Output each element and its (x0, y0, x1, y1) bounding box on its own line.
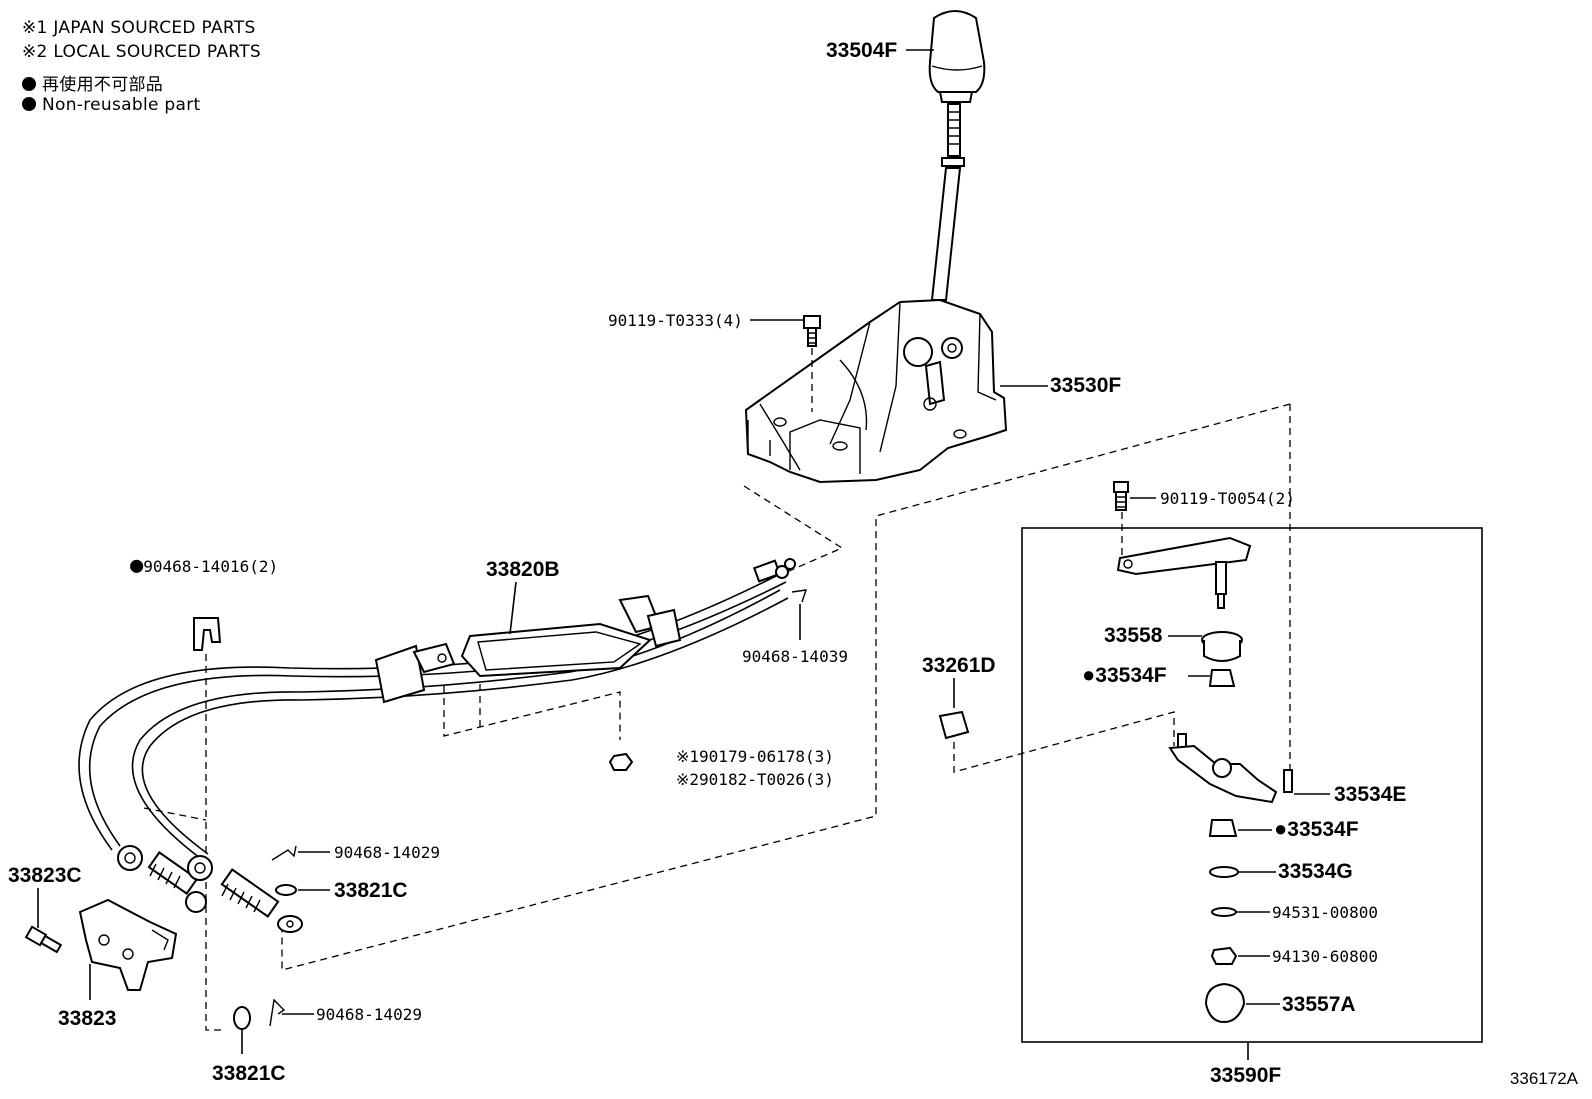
label-bushing-33558: 33558 (1104, 624, 1163, 647)
bolt-t0054-part (1113, 481, 1129, 511)
shift-knob-part (928, 10, 986, 301)
nut-06178-part (608, 752, 634, 771)
leader-cable (509, 581, 517, 635)
label-shift-base: 33530F (1050, 374, 1121, 397)
label-bushing-33534f-upper-text: 33534F (1095, 664, 1166, 687)
label-clip-14016: ●90468-14016(2) (130, 553, 278, 578)
bolt-33823c-part (24, 925, 63, 954)
label-washer-33821c-upper: 33821C (334, 879, 408, 902)
nut-94130-part (1210, 946, 1238, 965)
diagram-reference-code: 336172A (1509, 1069, 1578, 1088)
cable-end-left-part (117, 845, 207, 913)
dash-long-route (281, 403, 1291, 971)
clip-14029-lower-part (269, 998, 286, 1027)
clip-14016-part (193, 617, 222, 651)
label-bushing-33534f-lower-text: 33534F (1287, 818, 1358, 841)
note-nonreusable-en: Non-reusable part (22, 95, 201, 115)
label-bolt-t0054: 90119-T0054(2) (1160, 489, 1295, 508)
bracket-33823-part (78, 898, 178, 991)
label-nut-06178: ※190179-06178(3) (676, 747, 834, 766)
note-nonreusable-jp: 再使用不可部品 (22, 70, 163, 95)
bushing-33534f-upper-part (1208, 669, 1236, 687)
label-lever-33534e: 33534E (1334, 783, 1406, 806)
label-washer-94531: 94531-00800 (1272, 903, 1378, 922)
bullet-icon (22, 77, 36, 91)
label-cap-33557a: 33557A (1282, 993, 1356, 1016)
label-bracket-33823: 33823 (58, 1007, 116, 1030)
kit-33590f-box (1021, 527, 1483, 1043)
label-clip-14029-upper: 90468-14029 (334, 843, 440, 862)
cap-33557a-part (1204, 982, 1246, 1024)
label-bushing-33534f-lower: ●33534F (1274, 816, 1359, 841)
dash-cable-nut (443, 686, 621, 740)
bushing-33534f-lower-part (1208, 819, 1238, 837)
label-bolt-t0333: 90119-T0333(4) (608, 311, 743, 330)
label-nut-94130: 94130-60800 (1272, 947, 1378, 966)
washer-94531-part (1211, 907, 1237, 917)
washer-33534g-part (1209, 866, 1239, 878)
retainer-33261d-part (938, 710, 970, 740)
note-nonreusable-en-text: Non-reusable part (42, 95, 201, 115)
note-nonreusable-jp-text: 再使用不可部品 (42, 75, 164, 95)
label-washer-33821c-lower: 33821C (212, 1062, 286, 1085)
dash-clip-cable (143, 807, 207, 821)
cable-assembly-part (78, 558, 796, 859)
label-retainer-33261d: 33261D (922, 654, 996, 677)
dash-cable-to-base (743, 485, 844, 575)
clip-14029-upper-part (271, 845, 297, 861)
note-japan-sourced: ※1 JAPAN SOURCED PARTS (22, 18, 256, 38)
label-washer-33534g: 33534G (1278, 860, 1353, 883)
shift-lever-base-part (744, 298, 1008, 484)
bullet-icon (22, 97, 36, 111)
label-cable: 33820B (486, 558, 560, 581)
cable-end-right-part (187, 855, 303, 933)
lever-arm-upper-part (1116, 536, 1252, 609)
lever-33534e-part (1168, 733, 1293, 804)
washer-33821c-upper-part (275, 884, 297, 896)
label-clip-14016-text: 90468-14016(2) (143, 557, 278, 576)
label-bolt-33823c: 33823C (8, 864, 82, 887)
note-local-sourced: ※2 LOCAL SOURCED PARTS (22, 42, 261, 62)
label-clip-14029-lower: 90468-14029 (316, 1005, 422, 1024)
label-bushing-33534f-upper: ●33534F (1082, 662, 1167, 687)
bolt-t0333-part (803, 315, 821, 347)
label-knob: 33504F (826, 39, 897, 62)
bushing-33558-part (1201, 631, 1243, 662)
dash-retainer (953, 711, 1175, 773)
label-kit-33590f: 33590F (1210, 1064, 1281, 1087)
label-clip-14039: 90468-14039 (742, 647, 848, 666)
washer-33821c-lower-part (233, 1006, 251, 1030)
label-nut-t0026: ※290182-T0026(3) (676, 770, 834, 789)
clip-14039-part (791, 589, 808, 603)
dash-clip-14016 (205, 654, 226, 1031)
